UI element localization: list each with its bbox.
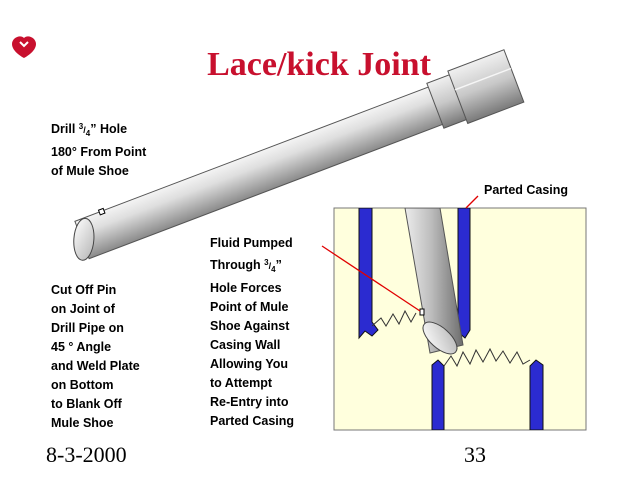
upper-casing-right-wall [457,208,471,339]
pipe-hole-marker [419,308,425,316]
mule-shoe-face [73,217,95,261]
upper-casing-left-wall [358,208,379,340]
fluid-pumped-line: Parted Casing [210,413,295,428]
lower-casing-right-wall [529,359,544,430]
fluid-pumped-line: to Attempt [210,375,273,390]
cut-off-pin-line: 45 ° Angle [51,340,112,354]
fluid-frac-den: 4 [271,264,276,274]
cut-off-pin-line: Cut Off Pin [51,283,117,297]
drill-hole-line1-post: ” Hole [90,122,128,136]
heart-logo-icon [12,36,36,58]
drill-hole-line1-pre: Drill [51,122,79,136]
drill-hole-line3: of Mule Shoe [51,163,129,178]
lower-casing-break [443,347,531,368]
fluid-line2-pre: Through [210,258,265,272]
slide-title: Lace/kick Joint [207,46,431,83]
cut-off-pin-line: Drill Pipe on [51,321,124,335]
drill-hole-marker [97,207,106,216]
fluid-pumped-line: Re-Entry into [210,394,289,409]
footer-page-number: 33 [464,442,486,467]
upper-casing-break [371,309,417,327]
cut-off-pin-line: and Weld Plate [51,359,140,373]
cut-off-pin-line: to Blank Off [51,397,122,411]
lower-casing-left-wall [431,359,445,430]
drill-pipe-assembly [73,49,525,261]
cut-off-pin-line: on Bottom [51,378,114,392]
pipe-mule-shoe-face [422,321,458,355]
pointer-parted-casing [465,195,479,209]
fluid-pumped-line: Point of Mule [210,299,289,314]
fluid-pumped-line: Allowing You [210,356,289,371]
fluid-line1: Fluid Pumped [210,236,293,250]
fluid-pumped-line: Casing Wall [210,337,281,352]
fluid-frac-num: 3 [264,258,269,267]
footer-date: 8-3-2000 [46,442,127,467]
cut-off-pin-line: Mule Shoe [51,416,114,430]
drill-hole-frac-den: 4 [85,128,91,138]
drill-hole-line2: 180° From Point [51,144,147,159]
cut-off-pin-line: on Joint of [51,302,115,316]
tool-joint-box [447,49,525,125]
pointer-fluid-pumped [321,245,421,312]
fluid-line2-post: ” [275,258,282,272]
fluid-pumped-line: Hole Forces [210,280,282,295]
drill-hole-label: Drill 3/4” Hole 180° From Point of Mule … [51,117,146,181]
pipe-in-casing [404,208,464,354]
cut-off-pin-label: Cut Off Pin on Joint of Drill Pipe on 45 ° … [51,281,140,433]
fluid-pumped-line: Shoe Against [210,318,290,333]
drill-hole-frac-num: 3 [78,122,84,131]
parted-casing-label: Parted Casing [484,183,569,197]
